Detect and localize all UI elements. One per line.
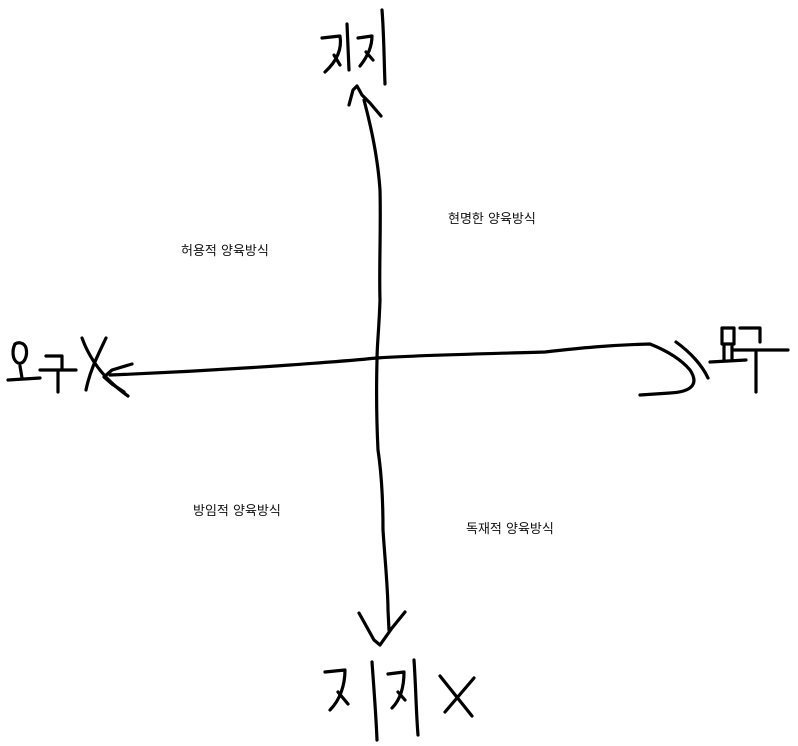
top-arrowhead <box>347 84 383 118</box>
quadrant-top-right-label: 현명한 양육방식 <box>448 212 536 227</box>
quadrant-top-left-label: 허용적 양육방식 <box>181 244 269 259</box>
quadrant-bottom-left-label: 방임적 양육방식 <box>193 504 281 519</box>
bottom-axis-label-handwriting <box>323 658 476 742</box>
horizontal-axis-line <box>108 342 696 397</box>
left-axis-label-handwriting <box>6 336 130 398</box>
top-axis-label-handwriting <box>320 8 387 86</box>
bottom-arrowhead <box>357 610 407 647</box>
right-axis-label-handwriting <box>674 326 790 394</box>
quadrant-bottom-right-label: 독재적 양육방식 <box>466 522 554 537</box>
vertical-axis-line <box>362 98 391 632</box>
